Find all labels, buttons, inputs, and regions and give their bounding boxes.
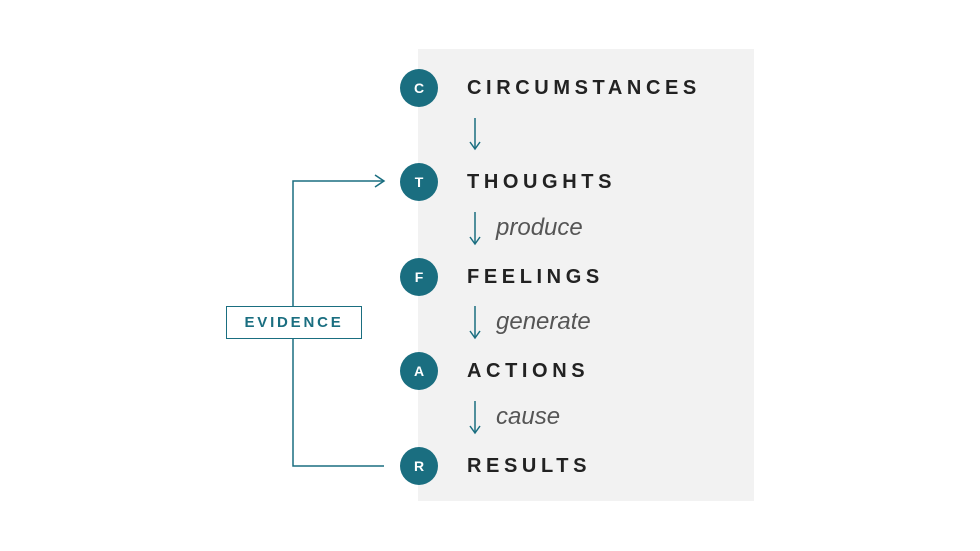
down-arrow-2	[469, 212, 481, 246]
step-badge-f: F	[400, 258, 438, 296]
evidence-label: EVIDENCE	[226, 306, 362, 339]
step-badge-r: R	[400, 447, 438, 485]
step-label-thoughts: THOUGHTS	[467, 171, 617, 193]
down-arrow-4	[469, 401, 481, 435]
step-label-results: RESULTS	[467, 455, 592, 477]
connector-verb-produce: produce	[496, 214, 583, 241]
evidence-loop-arrowhead	[374, 174, 386, 188]
step-label-feelings: FEELINGS	[467, 266, 604, 288]
step-badge-c: C	[400, 69, 438, 107]
model-panel	[418, 49, 754, 501]
step-badge-a: A	[400, 352, 438, 390]
step-label-actions: ACTIONS	[467, 360, 590, 382]
connector-verb-generate: generate	[496, 308, 591, 335]
step-label-circumstances: CIRCUMSTANCES	[467, 77, 701, 99]
down-arrow-3	[469, 306, 481, 340]
connector-verb-cause: cause	[496, 403, 561, 430]
down-arrow-1	[469, 118, 481, 151]
step-badge-t: T	[400, 163, 438, 201]
